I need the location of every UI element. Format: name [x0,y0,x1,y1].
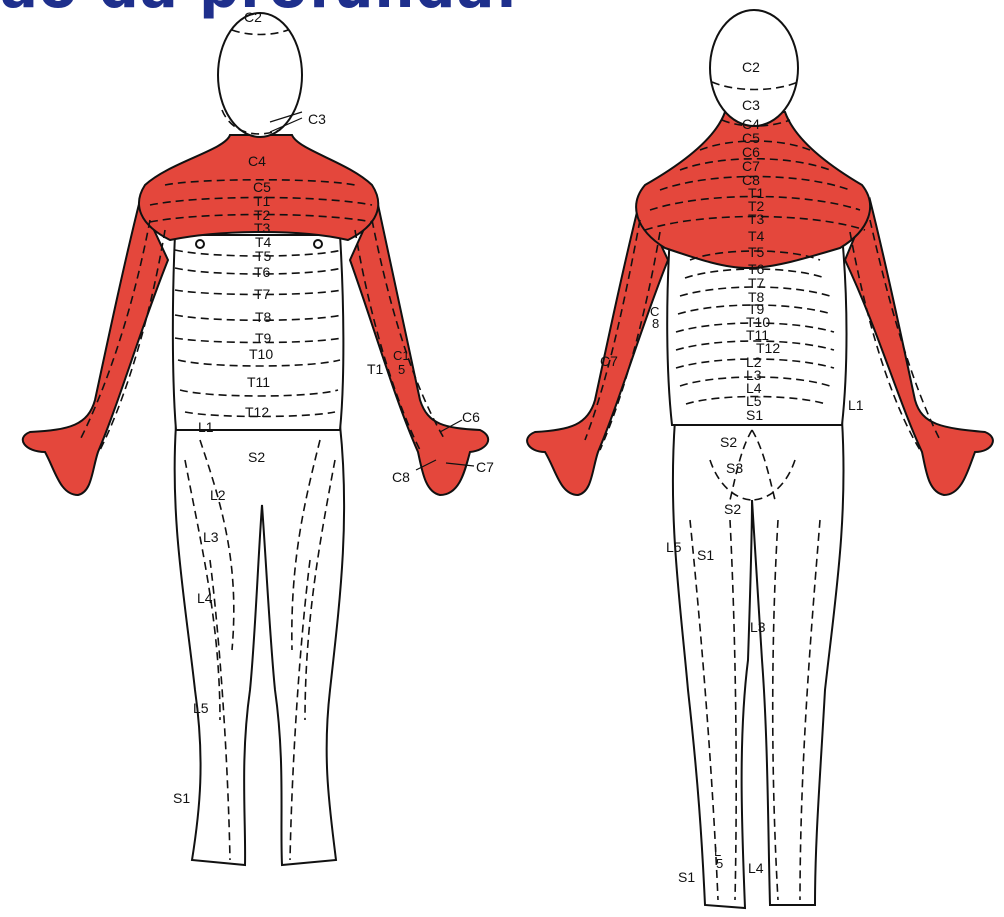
back-label-s1: S1 [746,407,763,423]
front-label-l5: L5 [193,700,209,716]
front-label-t11: T11 [247,374,270,390]
back-figure: C2 C3 C4 C5 C6 C7 C8 T1 T2 T3 T4 T5 T6 T… [527,10,993,908]
front-label-c4: C4 [248,153,266,169]
back-label-s2: S2 [720,434,737,450]
back-right-arm [527,200,668,495]
front-head [218,13,302,137]
back-label-c2: C2 [742,59,760,75]
front-figure: C2 C3 C4 C5 T1 T2 T3 T4 T5 T6 T7 T8 T9 T… [23,9,494,865]
front-nipple [196,240,204,248]
back-legs [673,420,844,908]
front-label-t8: T8 [255,309,272,325]
back-label-l-foot-5: 5 [716,856,723,871]
front-label-t6: T6 [254,264,271,280]
front-label-s1: S1 [173,790,190,806]
back-label-t4: T4 [748,228,765,244]
back-left-arm [845,200,993,495]
back-label-l1: L1 [848,397,864,413]
front-label-c7: C7 [476,459,494,475]
back-label-t3: T3 [748,211,765,227]
front-label-s2: S2 [248,449,265,465]
front-label-t10: T10 [249,346,273,362]
front-label-l4: L4 [197,590,213,606]
back-label-l3-leg: L3 [750,619,766,635]
front-label-t7: T7 [254,286,271,302]
front-label-t12: T12 [245,404,269,420]
front-label-l1: L1 [198,419,214,435]
front-nipple [314,240,322,248]
front-label-t9: T9 [255,330,272,346]
back-label-s1-foot: S1 [678,869,695,885]
front-label-c1-arm-b: 5 [398,362,405,377]
front-label-c1-arm: C1 [393,348,410,363]
front-label-l3: L3 [203,529,219,545]
back-label-c7-arm: C7 [600,353,618,369]
front-label-t5: T5 [255,248,272,264]
back-label-s2-lower: S2 [724,501,741,517]
front-left-arm [350,200,488,495]
front-label-c8: C8 [392,469,410,485]
front-right-arm [23,200,168,495]
back-label-s1-leg: S1 [697,547,714,563]
back-label-s3: S3 [726,460,743,476]
back-label-c3: C3 [742,97,760,113]
front-legs [175,425,345,865]
front-label-c6: C6 [462,409,480,425]
back-label-l5-leg: L5 [666,539,682,555]
front-label-l2: L2 [210,487,226,503]
back-label-t5: T5 [748,244,765,260]
back-label-l4-foot: L4 [748,860,764,876]
back-label-c-arm-8: 8 [652,316,659,331]
front-label-c2: C2 [244,9,262,25]
front-label-t1-arm: T1 [367,361,384,377]
front-label-c3: C3 [308,111,326,127]
